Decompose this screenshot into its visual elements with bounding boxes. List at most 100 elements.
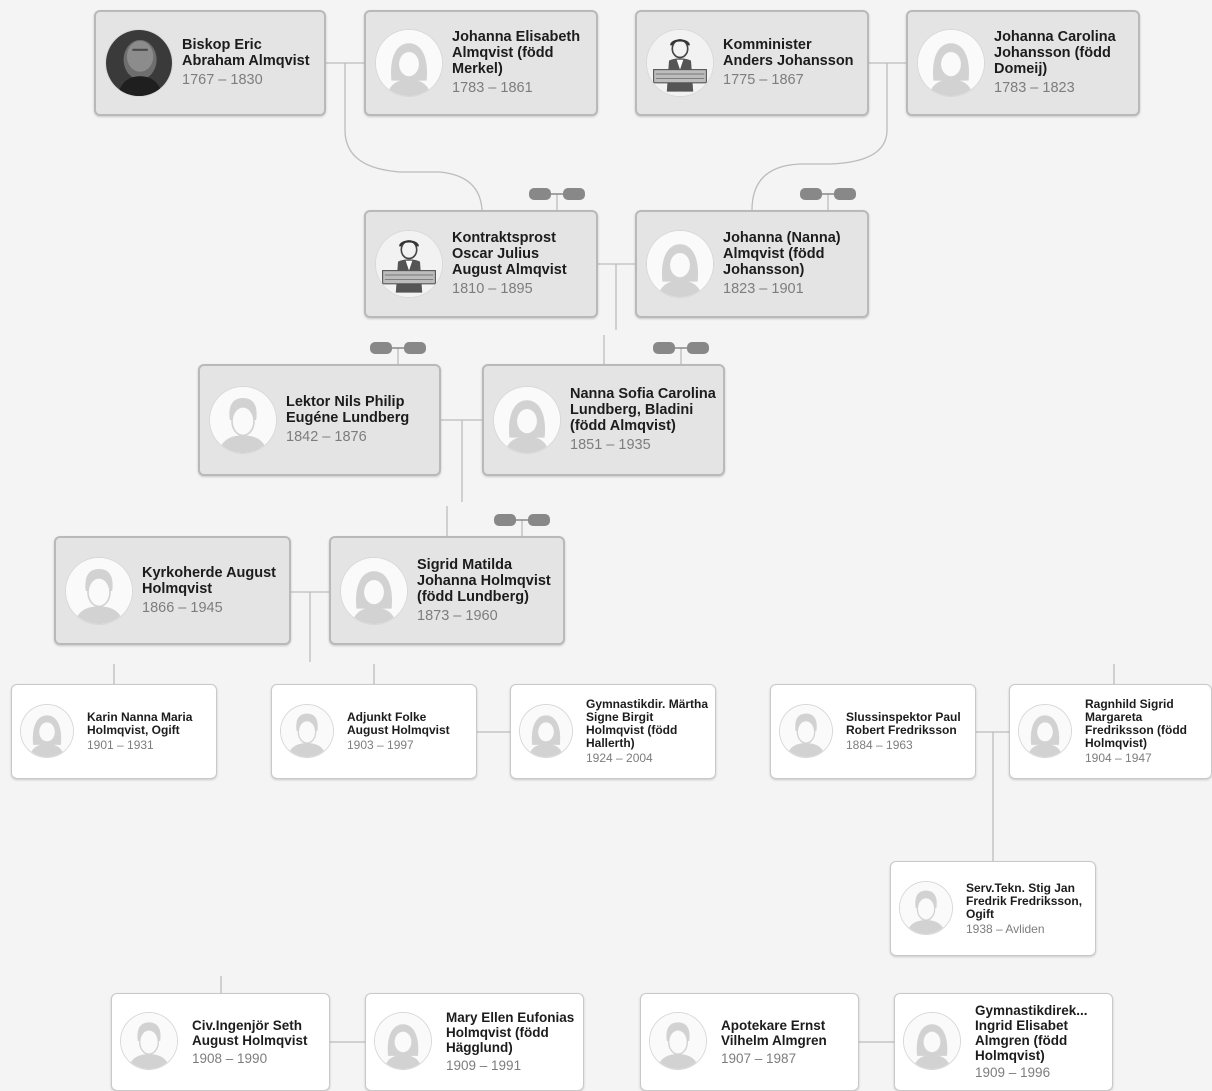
person-name: Civ.Ingenjör Seth August Holmqvist <box>192 1018 308 1048</box>
male-avatar-icon <box>650 1013 706 1069</box>
person-card-oscar-almqvist[interactable]: Kontraktsprost Oscar Julius August Almqv… <box>364 210 598 318</box>
person-info: Sigrid Matilda Johanna Holmqvist (född L… <box>417 557 557 624</box>
preacher-sketch-icon <box>647 30 713 96</box>
person-info: Kontraktsprost Oscar Julius August Almqv… <box>452 230 590 297</box>
person-card-august-holmqvist[interactable]: Kyrkoherde August Holmqvist 1866 – 1945 <box>54 536 291 645</box>
person-info: Mary Ellen Eufonias Holmqvist (född Hägg… <box>446 1010 577 1073</box>
person-name: Kyrkoherde August Holmqvist <box>142 565 277 597</box>
person-name: Johanna (Nanna) Almqvist (född Johansson… <box>723 230 841 278</box>
person-dates: 1904 – 1947 <box>1085 750 1152 765</box>
female-avatar-icon <box>21 704 73 757</box>
female-avatar-icon <box>904 1013 960 1069</box>
couple-connector <box>441 419 482 536</box>
person-dates: 1810 – 1895 <box>452 280 533 297</box>
person-card-ingrid-almgren[interactable]: Gymnastikdirek... Ingrid Elisabet Almgre… <box>894 993 1113 1091</box>
person-info: Nanna Sofia Carolina Lundberg, Bladini (… <box>570 386 717 453</box>
person-name: Kontraktsprost Oscar Julius August Almqv… <box>452 230 567 278</box>
female-avatar-icon <box>520 704 572 757</box>
person-name: Serv.Tekn. Stig Jan Fredrik Fredriksson,… <box>966 881 1083 921</box>
person-info: Johanna Elisabeth Almqvist (född Merkel)… <box>452 29 590 96</box>
female-avatar-icon <box>341 557 407 624</box>
person-card-martha-holmqvist[interactable]: Gymnastikdir. Märtha Signe Birgit Holmqv… <box>510 684 716 779</box>
photo-portrait-icon <box>106 30 172 96</box>
person-info: Serv.Tekn. Stig Jan Fredrik Fredriksson,… <box>966 882 1089 936</box>
person-name: Adjunkt Folke August Holmqvist <box>347 710 450 737</box>
male-avatar-icon <box>66 557 132 624</box>
person-info: Kyrkoherde August Holmqvist 1866 – 1945 <box>142 565 283 616</box>
female-avatar-icon <box>376 30 442 96</box>
person-dates: 1767 – 1830 <box>182 71 263 88</box>
person-card-nanna-almqvist[interactable]: Johanna (Nanna) Almqvist (född Johansson… <box>635 210 869 318</box>
person-dates: 1873 – 1960 <box>417 607 498 624</box>
person-name: Lektor Nils Philip Eugéne Lundberg <box>286 394 410 426</box>
person-card-johanna-elisabeth[interactable]: Johanna Elisabeth Almqvist (född Merkel)… <box>364 10 598 116</box>
person-dates: 1783 – 1861 <box>452 79 533 96</box>
person-card-ragnhild-fredriksson[interactable]: Ragnhild Sigrid Margareta Fredriksson (f… <box>1009 684 1212 779</box>
male-avatar-icon <box>780 704 832 757</box>
person-name: Johanna Elisabeth Almqvist (född Merkel) <box>452 29 581 77</box>
couple-connector <box>220 976 894 1043</box>
person-dates: 1901 – 1931 <box>87 737 154 752</box>
person-card-eric-almqvist[interactable]: Biskop Eric Abraham Almqvist 1767 – 1830 <box>94 10 326 116</box>
expand-ancestors-icon[interactable] <box>494 514 550 536</box>
person-card-sigrid-holmqvist[interactable]: Sigrid Matilda Johanna Holmqvist (född L… <box>329 536 565 645</box>
person-name: Ragnhild Sigrid Margareta Fredriksson (f… <box>1085 697 1188 750</box>
couple-connector <box>598 263 635 364</box>
person-name: Gymnastikdirek... Ingrid Elisabet Almgre… <box>975 1003 1088 1063</box>
female-avatar-icon <box>1019 704 1071 757</box>
person-info: Johanna (Nanna) Almqvist (född Johansson… <box>723 230 861 297</box>
female-avatar-icon <box>918 30 984 96</box>
person-dates: 1909 – 1991 <box>446 1057 522 1073</box>
person-info: Johanna Carolina Johansson (född Domeij)… <box>994 29 1132 96</box>
person-name: Gymnastikdir. Märtha Signe Birgit Holmqv… <box>586 697 709 750</box>
expand-ancestors-icon[interactable] <box>653 342 709 364</box>
male-avatar-icon <box>121 1013 177 1069</box>
expand-ancestors-icon[interactable] <box>529 188 585 210</box>
person-dates: 1907 – 1987 <box>721 1050 797 1066</box>
person-info: Gymnastikdir. Märtha Signe Birgit Holmqv… <box>586 698 709 765</box>
female-avatar-icon <box>647 231 713 297</box>
couple-connector <box>113 664 510 733</box>
expand-ancestors-icon[interactable] <box>800 188 856 210</box>
couple-connector <box>976 664 1115 861</box>
person-name: Slussinspektor Paul Robert Fredriksson <box>846 710 961 737</box>
person-name: Biskop Eric Abraham Almqvist <box>182 37 310 69</box>
male-avatar-icon <box>210 387 276 453</box>
person-dates: 1938 – Avliden <box>966 921 1045 936</box>
person-dates: 1884 – 1963 <box>846 737 913 752</box>
couple-connector <box>326 62 483 211</box>
person-name: Karin Nanna Maria Holmqvist, Ogift <box>87 710 193 737</box>
person-card-mary-holmqvist[interactable]: Mary Ellen Eufonias Holmqvist (född Hägg… <box>365 993 584 1091</box>
expand-ancestors-icon[interactable] <box>370 342 426 364</box>
person-dates: 1783 – 1823 <box>994 79 1075 96</box>
preacher-sketch-icon <box>376 231 442 297</box>
person-dates: 1909 – 1996 <box>975 1065 1051 1081</box>
person-info: Ragnhild Sigrid Margareta Fredriksson (f… <box>1085 698 1205 765</box>
person-name: Mary Ellen Eufonias Holmqvist (född Hägg… <box>446 1010 575 1055</box>
couple-connector <box>291 591 329 662</box>
person-card-nanna-sofia[interactable]: Nanna Sofia Carolina Lundberg, Bladini (… <box>482 364 725 476</box>
couple-connector <box>751 62 906 211</box>
person-dates: 1903 – 1997 <box>347 737 414 752</box>
female-avatar-icon <box>375 1013 431 1069</box>
person-dates: 1823 – 1901 <box>723 280 804 297</box>
person-name: Komminister Anders Johansson <box>723 37 854 69</box>
male-avatar-icon <box>900 881 952 934</box>
person-dates: 1866 – 1945 <box>142 599 223 616</box>
person-card-stig-fredriksson[interactable]: Serv.Tekn. Stig Jan Fredrik Fredriksson,… <box>890 861 1096 956</box>
person-card-johanna-carolina[interactable]: Johanna Carolina Johansson (född Domeij)… <box>906 10 1140 116</box>
